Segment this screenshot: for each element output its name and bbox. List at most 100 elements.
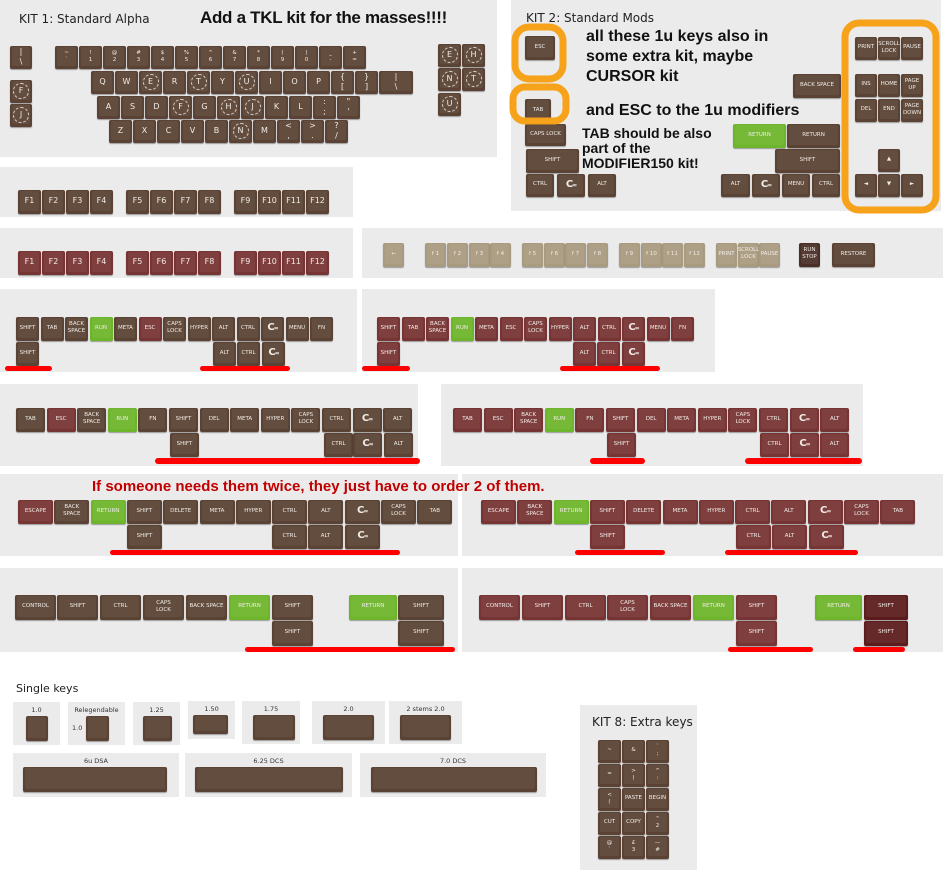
key-commodore: C= — [352, 408, 382, 432]
key-f8: F8 — [198, 251, 221, 275]
red-strike-mark — [560, 366, 660, 371]
key-label: CAPS LOCK — [609, 596, 646, 617]
key-symbol: ? / — [325, 120, 348, 143]
key-label: " ' — [339, 97, 358, 116]
single-key-side-label: 1.0 — [72, 724, 83, 732]
key-label: CTRL — [762, 434, 787, 454]
key-label: A — [99, 97, 118, 116]
key-x: X — [133, 120, 156, 143]
key-label: PAUSE — [903, 38, 921, 57]
key-label: F10 — [260, 191, 279, 211]
key-v: V — [181, 120, 204, 143]
key-label: F3 — [68, 191, 87, 211]
key-label: BACK SPACE — [795, 75, 839, 95]
key-commodore: C= — [344, 500, 380, 524]
key-label: & 7 — [225, 47, 244, 66]
key-label: D — [147, 97, 166, 116]
key-p: P — [307, 71, 330, 94]
key-caps-lock: CAPS LOCK — [525, 124, 566, 146]
key-commodore: C= — [622, 317, 645, 341]
key-s: S — [121, 96, 144, 119]
key-face: J — [12, 105, 30, 124]
key-label: CTRL — [102, 596, 139, 617]
key-back-space: BACK SPACE — [517, 500, 553, 524]
commodore-logo-icon: C= — [559, 175, 583, 194]
key-f6: F6 — [150, 251, 173, 275]
key-tab: TAB — [880, 500, 916, 524]
key-face: U — [237, 72, 256, 91]
red-strike-mark — [5, 366, 52, 371]
key-ins: INS — [855, 74, 877, 97]
key-ctrl: CTRL — [812, 174, 840, 197]
key-back-space: BACK SPACE — [650, 595, 691, 620]
key-label: RESTORE — [834, 244, 873, 264]
key-label: < , — [279, 121, 298, 140]
key-shift: SHIFT — [607, 433, 636, 457]
commodore-logo-icon: C= — [792, 434, 817, 454]
key-label: HYPER — [237, 501, 269, 521]
key-label: DEL — [638, 409, 664, 429]
single-keycap — [195, 767, 343, 792]
key-label: T — [190, 73, 207, 90]
key-esc: ESC — [46, 408, 76, 432]
key-scroll-lock: SCROLL LOCK — [738, 243, 759, 267]
key-face — [325, 716, 372, 737]
key-face — [25, 768, 165, 789]
key-label: F11 — [284, 252, 303, 272]
key-label: CAPS LOCK — [293, 409, 319, 429]
key-label: V — [183, 121, 202, 140]
key-f4: F4 — [90, 251, 113, 275]
key-caps-lock: CAPS LOCK — [728, 408, 758, 432]
key-label: CTRL — [761, 409, 786, 429]
key-ctrl: CTRL — [736, 525, 771, 549]
key-label: RUN — [91, 318, 111, 338]
key-1: ! 1 — [79, 46, 102, 69]
key-label: SHIFT — [591, 501, 623, 521]
key-esc: ESC — [525, 36, 555, 60]
key-label: SHIFT — [608, 409, 633, 429]
key-alt: ALT — [772, 525, 807, 549]
key-symbol: : ; — [313, 96, 336, 119]
key-label: f 1 — [427, 244, 444, 264]
key-h: H — [217, 96, 240, 119]
key-label: + = — [345, 47, 364, 66]
key-run: RUN — [544, 408, 574, 432]
single-keycap — [193, 715, 228, 734]
key-f-4: f 4 — [490, 243, 511, 267]
key-f3: F3 — [66, 251, 89, 275]
key-control: CONTROL — [15, 595, 56, 620]
key-label: META — [116, 318, 135, 338]
key-label: B — [207, 121, 226, 140]
key-symbol: ← — [383, 243, 404, 267]
key-label: ESC — [48, 409, 74, 429]
key-face — [402, 716, 449, 737]
key-commodore: C= — [807, 500, 843, 524]
key-label: SCROLL LOCK — [878, 38, 900, 57]
key-label: CAPS LOCK — [526, 318, 545, 338]
key-meta: META — [230, 408, 260, 432]
commodore-logo-icon: C= — [811, 526, 842, 546]
key-label: RETURN — [695, 596, 732, 617]
key-ctrl: CTRL — [597, 317, 621, 341]
key-9: ( 9 — [271, 46, 294, 69]
key-label: K — [267, 97, 286, 116]
key-l: L — [289, 96, 312, 119]
key-f-12: f 12 — [684, 243, 705, 267]
key-label: CTRL — [599, 343, 618, 363]
key-label: F8 — [200, 252, 219, 272]
key-label: SHIFT — [379, 318, 398, 338]
key-label: RETURN — [92, 501, 124, 521]
key-face: H — [464, 45, 483, 64]
key-f-1: f 1 — [425, 243, 446, 267]
key-tab: TAB — [16, 408, 45, 432]
key-shift: SHIFT — [864, 595, 908, 620]
key-symbol: } ] — [355, 71, 378, 94]
key-commodore: C= — [353, 433, 382, 457]
key-label: ◄ — [857, 175, 875, 194]
key-f5: F5 — [126, 251, 149, 275]
key-symbol: ^ : — [646, 764, 669, 787]
single-key-label: 2 stems 2.0 — [406, 705, 445, 713]
commodore-logo-icon: C= — [263, 318, 282, 338]
red-strike-mark — [155, 458, 420, 464]
key-label: * 8 — [249, 47, 268, 66]
